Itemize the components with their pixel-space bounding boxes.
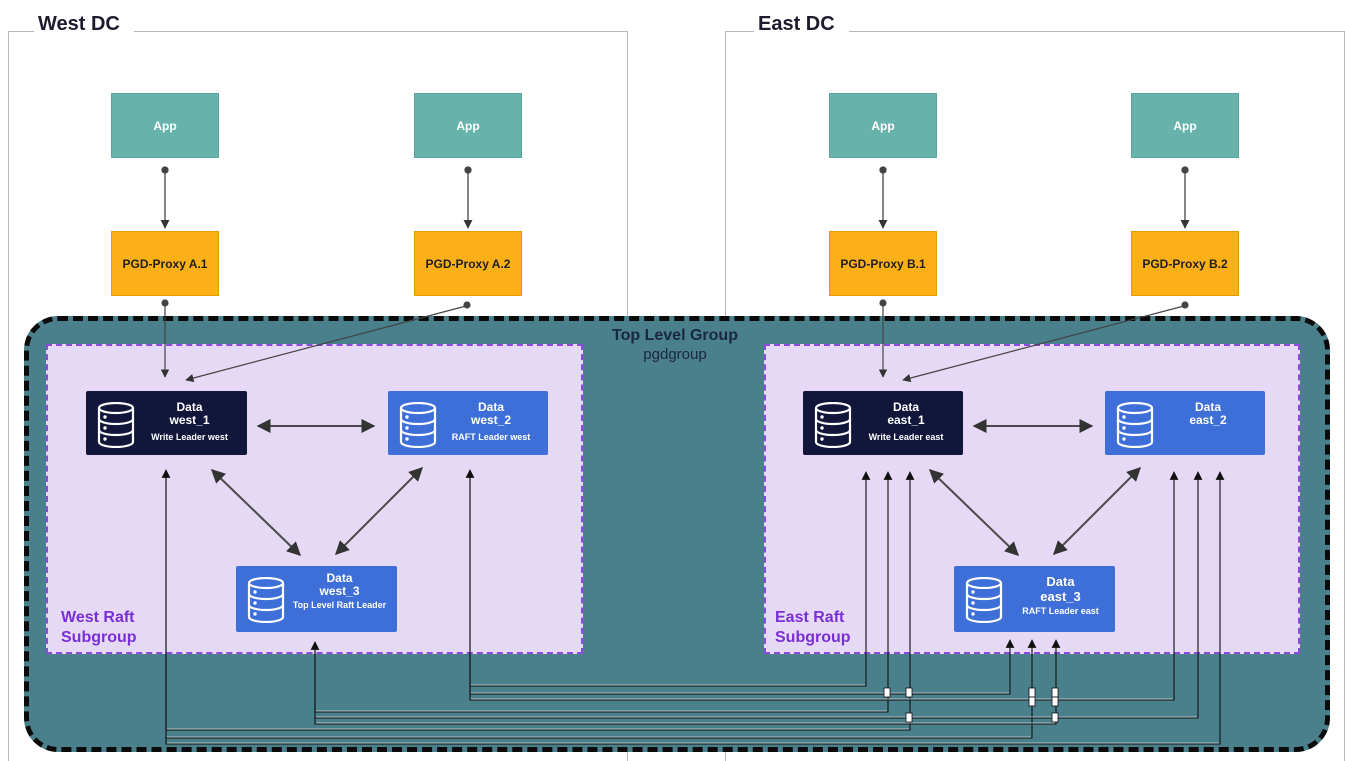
data-node-west-2: Data west_2 RAFT Leader west: [388, 391, 548, 455]
node-role: Top Level Raft Leader: [292, 600, 387, 610]
node-role: Write Leader west: [151, 432, 228, 442]
west-subgroup-label-line1: West Raft: [61, 609, 135, 626]
node-name: west_2: [470, 413, 512, 427]
node-name: east_2: [1189, 413, 1227, 427]
node-title: Data: [176, 400, 203, 414]
node-title: Data: [326, 571, 353, 585]
west-app-1: App: [111, 93, 219, 158]
proxy-label: PGD-Proxy B.1: [840, 256, 926, 271]
database-icon: [97, 402, 135, 448]
east-app-1: App: [829, 93, 937, 158]
app-label: App: [456, 118, 480, 133]
node-title: Data: [1194, 400, 1221, 414]
east-dc-title: East DC: [754, 12, 849, 36]
app-label: App: [871, 118, 895, 133]
database-icon: [814, 402, 852, 448]
west-app-2: App: [414, 93, 522, 158]
west-proxy-a2: PGD-Proxy A.2: [414, 231, 522, 296]
proxy-label: PGD-Proxy A.1: [122, 256, 208, 271]
east-proxy-b1: PGD-Proxy B.1: [829, 231, 937, 296]
database-icon: [247, 577, 285, 623]
node-title: Data: [477, 400, 504, 414]
west-subgroup-label: West Raft Subgroup: [61, 608, 137, 648]
data-node-east-2: Data east_2: [1105, 391, 1265, 455]
top-level-group-title: Top Level Group: [612, 327, 738, 344]
west-subgroup-label-line2: Subgroup: [61, 629, 137, 646]
proxy-label: PGD-Proxy B.2: [1142, 256, 1228, 271]
west-proxy-a1: PGD-Proxy A.1: [111, 231, 219, 296]
node-role: RAFT Leader east: [1022, 606, 1099, 616]
database-icon: [1116, 402, 1154, 448]
app-label: App: [1173, 118, 1197, 133]
east-proxy-b2: PGD-Proxy B.2: [1131, 231, 1239, 296]
node-title: Data: [892, 400, 919, 414]
node-name: east_1: [887, 413, 925, 427]
node-role: RAFT Leader west: [451, 432, 531, 442]
east-app-2: App: [1131, 93, 1239, 158]
node-name: east_3: [1040, 589, 1081, 604]
proxy-label: PGD-Proxy A.2: [425, 256, 511, 271]
database-icon: [399, 402, 437, 448]
data-node-west-1: Data west_1 Write Leader west: [86, 391, 247, 455]
data-node-west-3: Data west_3 Top Level Raft Leader: [236, 566, 397, 632]
database-icon: [965, 577, 1003, 623]
west-dc-title: West DC: [34, 12, 134, 36]
node-role: Write Leader east: [868, 432, 944, 442]
data-node-east-1: Data east_1 Write Leader east: [803, 391, 963, 455]
top-level-group-name: pgdgroup: [643, 346, 707, 363]
node-name: west_3: [319, 584, 360, 598]
node-title: Data: [1046, 574, 1075, 589]
node-name: west_1: [169, 413, 210, 427]
app-label: App: [153, 118, 177, 133]
data-node-east-3: Data east_3 RAFT Leader east: [954, 566, 1115, 632]
